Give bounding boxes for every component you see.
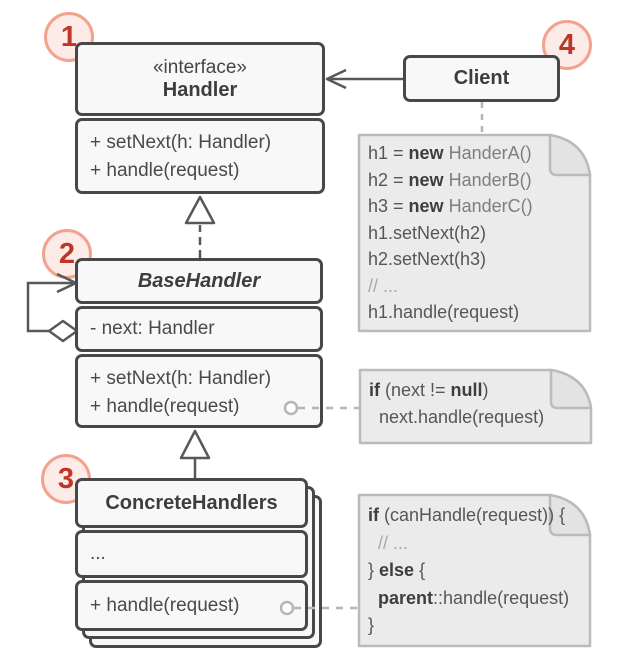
- handler-methods-compartment: + setNext(h: Handler) + handle(request): [75, 118, 325, 194]
- class-box-concretehandlers: ConcreteHandlers ... + handle(request): [75, 478, 308, 631]
- open-arrowhead-icon: [325, 68, 347, 90]
- handler-title-compartment: «interface» Handler: [75, 42, 325, 116]
- note-paper-icon: [357, 133, 592, 333]
- note-text: h1 = new HanderA()h2 = new HanderB()h3 =…: [368, 143, 533, 322]
- class-box-handler: «interface» Handler + setNext(h: Handler…: [75, 42, 325, 194]
- method-row: + handle(request): [90, 594, 240, 616]
- method-row: + handle(request): [90, 160, 240, 181]
- note-paper-icon: [358, 368, 593, 445]
- client-class-name: Client: [453, 67, 510, 89]
- basehandler-class-name: BaseHandler: [137, 269, 261, 292]
- client-title-compartment: Client: [403, 55, 560, 102]
- note-client-code: h1 = new HanderA()h2 = new HanderB()h3 =…: [357, 133, 592, 333]
- attribute-row: ...: [90, 543, 106, 564]
- folded-corner-icon: [548, 133, 592, 177]
- basehandler-methods-compartment: + setNext(h: Handler) + handle(request): [75, 354, 323, 428]
- method-row: + handle(request): [90, 396, 240, 417]
- method-row: + setNext(h: Handler): [90, 368, 272, 389]
- concretehandlers-methods-compartment: + handle(request): [75, 580, 308, 631]
- folded-corner-icon: [549, 368, 593, 410]
- anchor-circle-icon: [279, 600, 295, 616]
- step-badge-1: 1: [44, 12, 94, 62]
- self-association-line: [26, 281, 75, 333]
- note-paper-icon: [357, 493, 592, 648]
- attribute-row: - next: Handler: [90, 318, 215, 339]
- method-row: + setNext(h: Handler): [90, 132, 272, 153]
- handler-class-name: Handler: [162, 78, 238, 101]
- concretehandlers-title-compartment: ConcreteHandlers: [75, 478, 308, 528]
- note-concretehandler-handle-code: if (canHandle(request)) { // ...} else {…: [357, 493, 592, 648]
- class-box-client: Client: [403, 55, 560, 102]
- basehandler-title-compartment: BaseHandler: [75, 258, 323, 304]
- basehandler-attributes-compartment: - next: Handler: [75, 306, 323, 352]
- note-text: if (next != null) next.handle(request): [369, 380, 545, 427]
- folded-corner-icon: [548, 493, 592, 537]
- hollow-triangle-icon: [184, 195, 216, 225]
- note-basehandler-handle-code: if (next != null) next.handle(request): [358, 368, 593, 445]
- anchor-circle-icon: [283, 400, 299, 416]
- concretehandlers-class-name: ConcreteHandlers: [105, 491, 278, 514]
- handler-stereotype: «interface»: [152, 56, 247, 78]
- hollow-triangle-icon: [179, 429, 211, 460]
- class-box-basehandler: BaseHandler - next: Handler + setNext(h:…: [75, 258, 323, 428]
- note-text: if (canHandle(request)) { // ...} else {…: [368, 505, 570, 635]
- concretehandlers-attributes-compartment: ...: [75, 530, 308, 578]
